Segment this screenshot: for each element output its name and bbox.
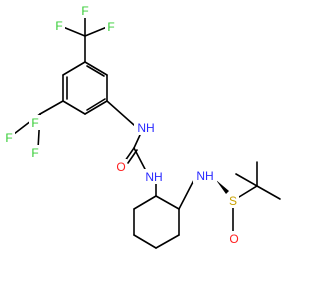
- bond-ring-a-nh: [106, 100, 135, 126]
- atom-label-f4: F: [31, 116, 38, 130]
- molecule-structure: F F F F F F NH O NH NH S O: [3, 3, 281, 249]
- bond-cq-me3: [235, 173, 258, 187]
- bond-ring-a-dbl-2: [86, 98, 106, 111]
- bond-ring-a-6: [84, 61, 108, 76]
- bond-ring-a-dbl-3: [86, 65, 105, 77]
- atom-nh-top: NH: [134, 120, 158, 135]
- bond-urea-nh-c: [133, 134, 141, 149]
- bond-urea-c-o: [124, 147, 135, 162]
- bond-urea-dbl-co: [127, 149, 138, 164]
- atom-o-sulfinyl: O: [228, 231, 240, 246]
- atom-nh-right: NH: [193, 168, 217, 183]
- bond-ring-a-3: [62, 100, 86, 115]
- atom-label-f5: F: [5, 131, 12, 145]
- bond-ring-b-6: [133, 195, 157, 210]
- atom-f3: F: [105, 19, 117, 34]
- atom-o-urea: O: [115, 159, 127, 174]
- stereo-wedge-bond: [216, 180, 229, 194]
- atom-label-nh-top: NH: [137, 121, 154, 135]
- atom-f1: F: [79, 3, 91, 18]
- atom-label-f3: F: [107, 20, 114, 34]
- atom-f6: F: [29, 145, 41, 160]
- bond-cq-me2: [256, 185, 281, 200]
- atom-f4: F: [29, 115, 41, 130]
- atom-label-f6: F: [31, 146, 38, 160]
- atom-label-layer: F F F F F F NH O NH NH S O: [3, 3, 240, 246]
- atom-f2: F: [53, 18, 65, 33]
- bond-ring-b-1: [155, 195, 180, 210]
- atom-label-nh-mid: NH: [145, 170, 162, 184]
- bond-ring-a-4: [84, 100, 108, 115]
- bond-s-cq: [238, 185, 258, 198]
- bond-ring-b-3: [155, 234, 180, 249]
- bond-cf3-top-f2: [62, 26, 86, 37]
- atom-label-o-sulfinyl: O: [229, 232, 238, 246]
- bond-ring-b-nh: [178, 179, 195, 210]
- bond-ring-a-1: [62, 61, 86, 76]
- atom-label-nh-right: NH: [196, 169, 213, 183]
- bond-ring-b-4: [133, 234, 157, 249]
- atom-f5: F: [3, 130, 15, 145]
- bond-cf3-top-f3: [84, 26, 108, 37]
- atom-s: S: [227, 193, 239, 208]
- atom-label-f1: F: [81, 4, 88, 18]
- atom-label-o-urea: O: [116, 160, 125, 174]
- bond-ring-a-cf3-left: [39, 100, 64, 115]
- atom-label-s: S: [229, 194, 237, 208]
- atom-label-f2: F: [55, 19, 62, 33]
- stereo-wedge-layer: [178, 179, 229, 210]
- atom-nh-mid: NH: [142, 169, 166, 184]
